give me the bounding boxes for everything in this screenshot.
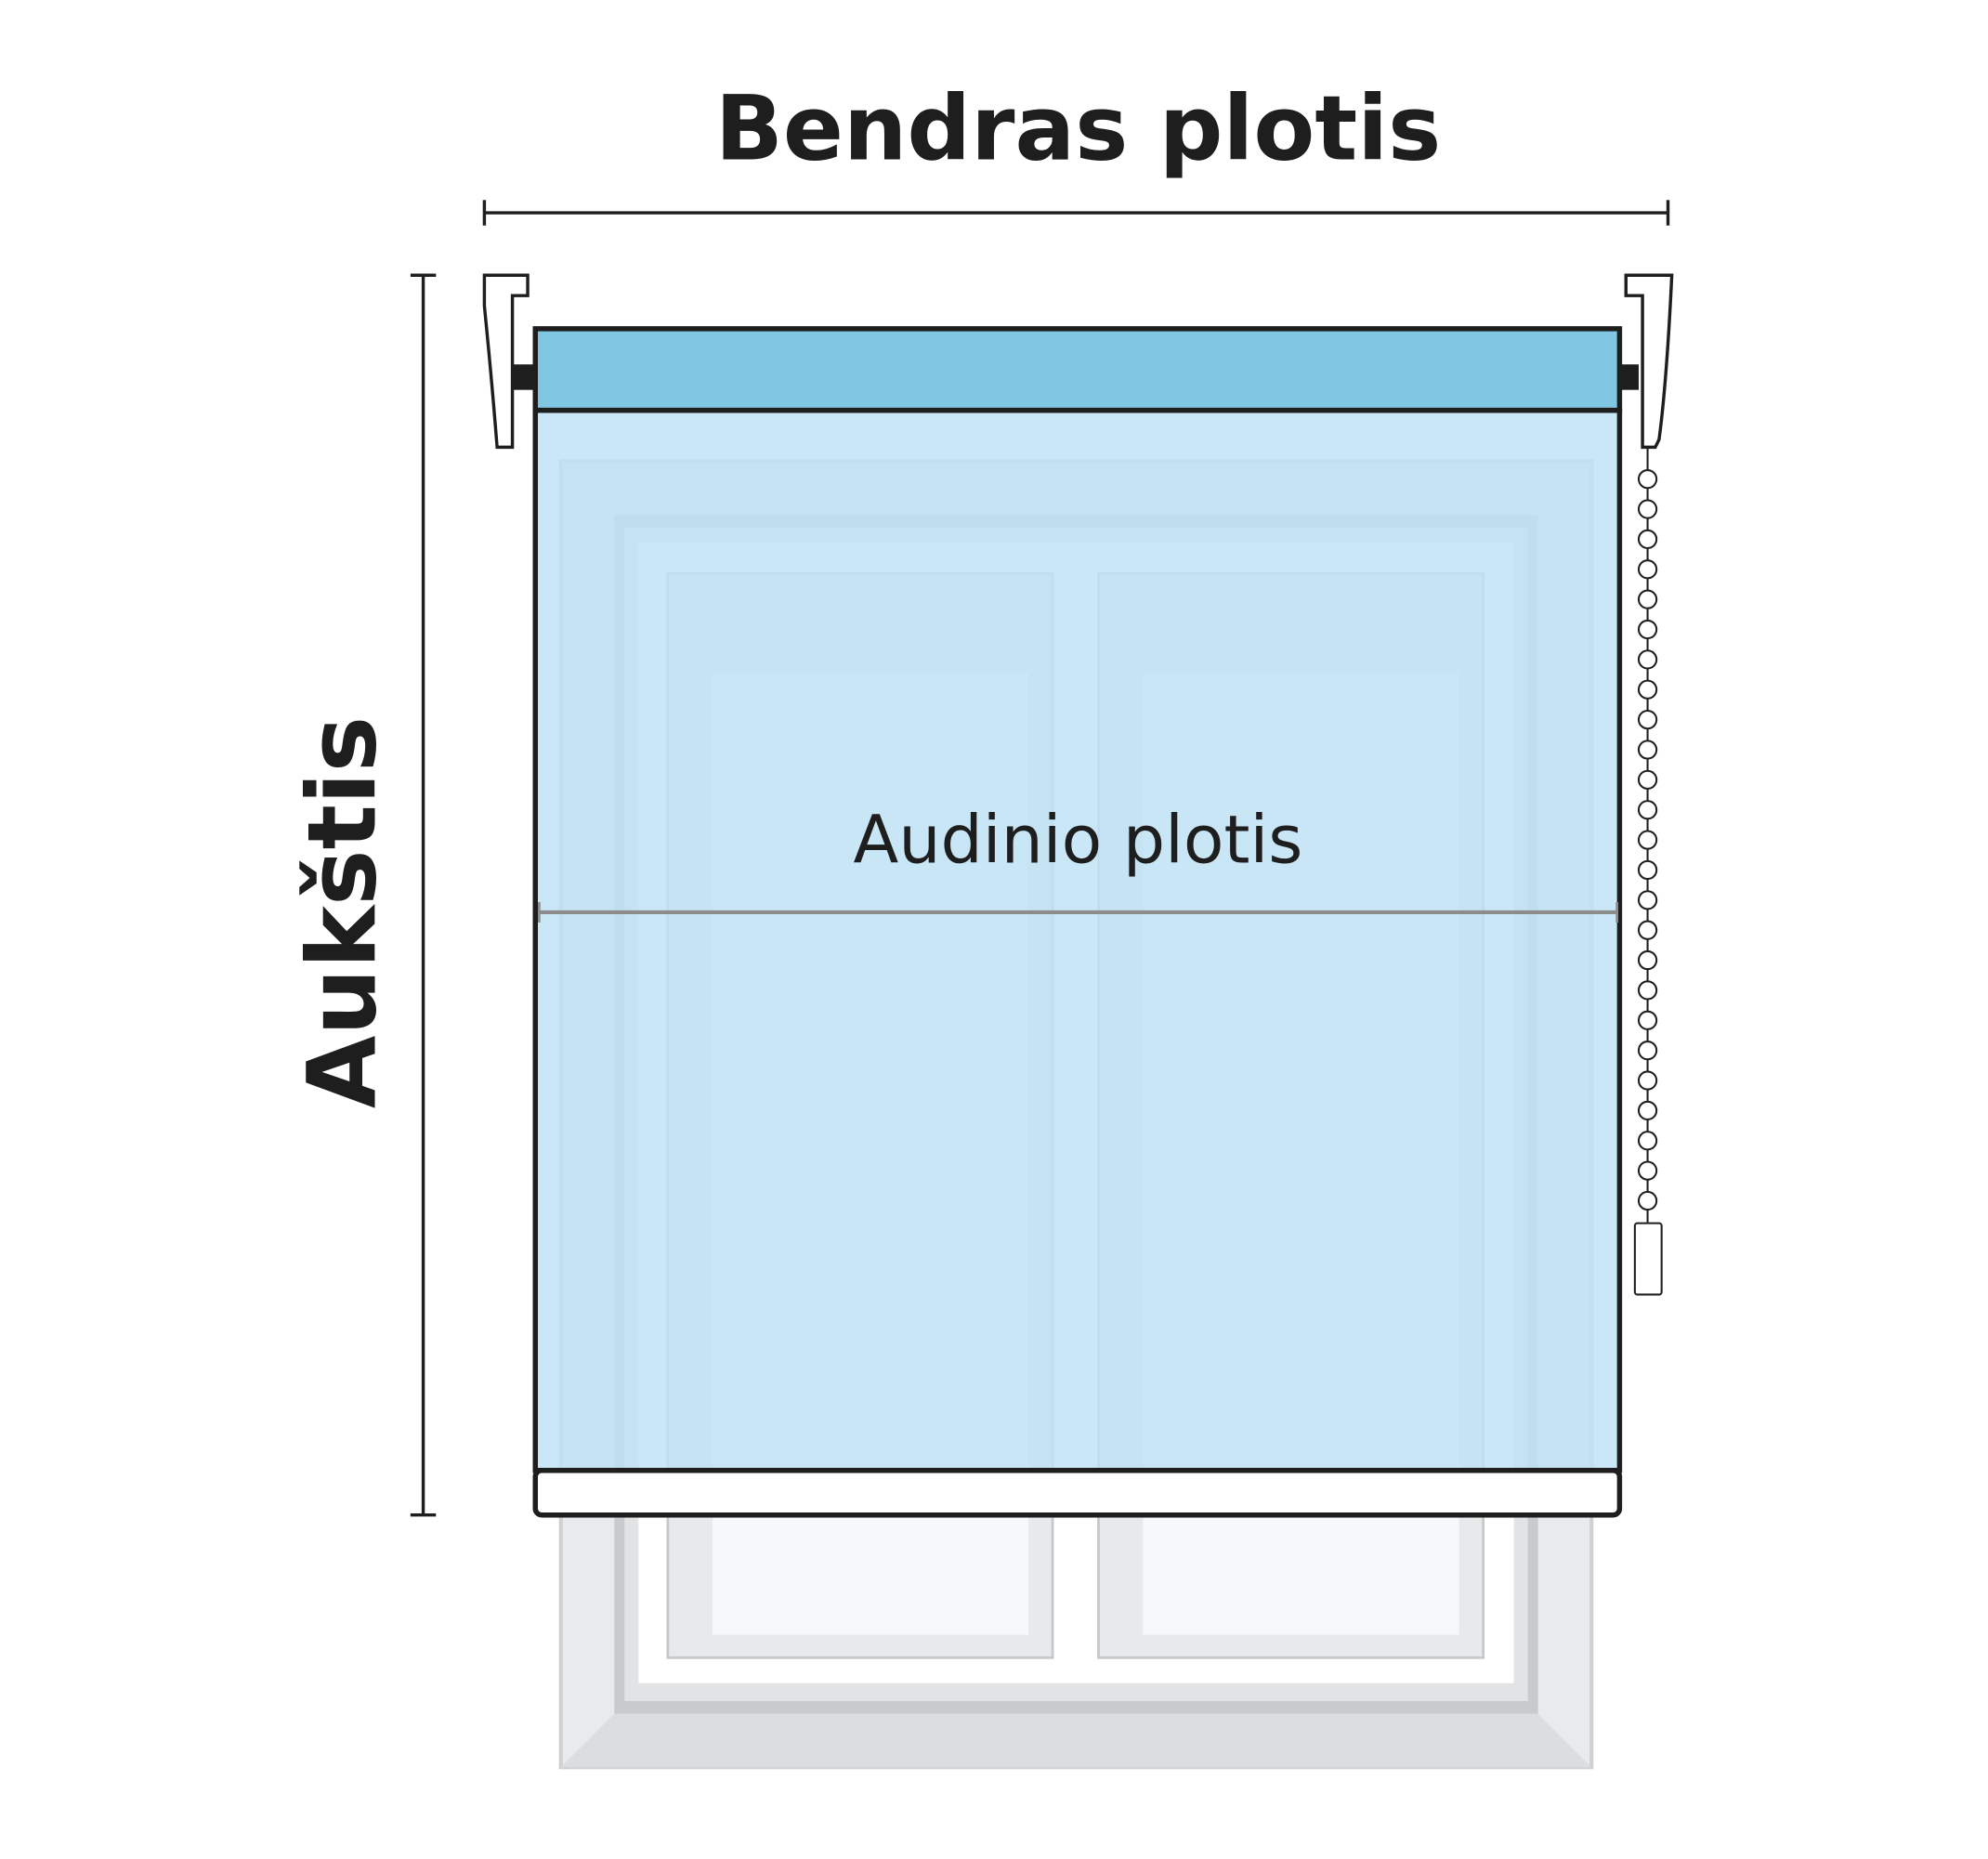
chain-bead xyxy=(1637,949,1658,971)
total-width-label: Bendras plotis xyxy=(715,76,1442,180)
chain-bead xyxy=(1637,1041,1658,1061)
chain-bead xyxy=(1637,830,1658,850)
chain-bead xyxy=(1637,859,1658,881)
chain-bead xyxy=(1637,1100,1658,1121)
chain-bead xyxy=(1637,679,1658,700)
fabric-width-label: Audinio plotis xyxy=(854,801,1303,878)
chain-bead xyxy=(1637,559,1658,580)
chain-bead xyxy=(1637,890,1658,910)
chain-bead xyxy=(1637,1131,1658,1151)
chain-bead xyxy=(1637,920,1658,940)
roller-end-cap-right xyxy=(1619,364,1639,390)
height-label: Aukštis xyxy=(287,716,397,1108)
bracket-right-icon xyxy=(1624,273,1674,450)
chain-bead xyxy=(1637,469,1658,490)
chain-bead xyxy=(1637,800,1658,820)
roller-tube xyxy=(532,326,1623,413)
chain-bead xyxy=(1637,649,1658,670)
chain-bead xyxy=(1637,499,1658,519)
pull-chain xyxy=(1633,447,1663,1296)
chain-bead xyxy=(1637,980,1658,1001)
roller-end-cap-left xyxy=(513,364,536,390)
chain-weight xyxy=(1633,1222,1663,1296)
chain-bead xyxy=(1637,740,1658,760)
chain-bead xyxy=(1637,1160,1658,1181)
chain-bead xyxy=(1637,589,1658,609)
chain-bead xyxy=(1637,709,1658,730)
bracket-left-icon xyxy=(482,273,530,450)
height-dimension xyxy=(410,273,437,1517)
total-width-dimension xyxy=(482,200,1670,226)
blind-fabric xyxy=(532,407,1623,1473)
chain-bead xyxy=(1637,619,1658,640)
chain-bead xyxy=(1637,1190,1658,1211)
chain-bead xyxy=(1637,1010,1658,1030)
bottom-rail xyxy=(532,1467,1623,1518)
chain-bead xyxy=(1637,1070,1658,1091)
chain-bead xyxy=(1637,769,1658,790)
chain-bead xyxy=(1637,529,1658,550)
